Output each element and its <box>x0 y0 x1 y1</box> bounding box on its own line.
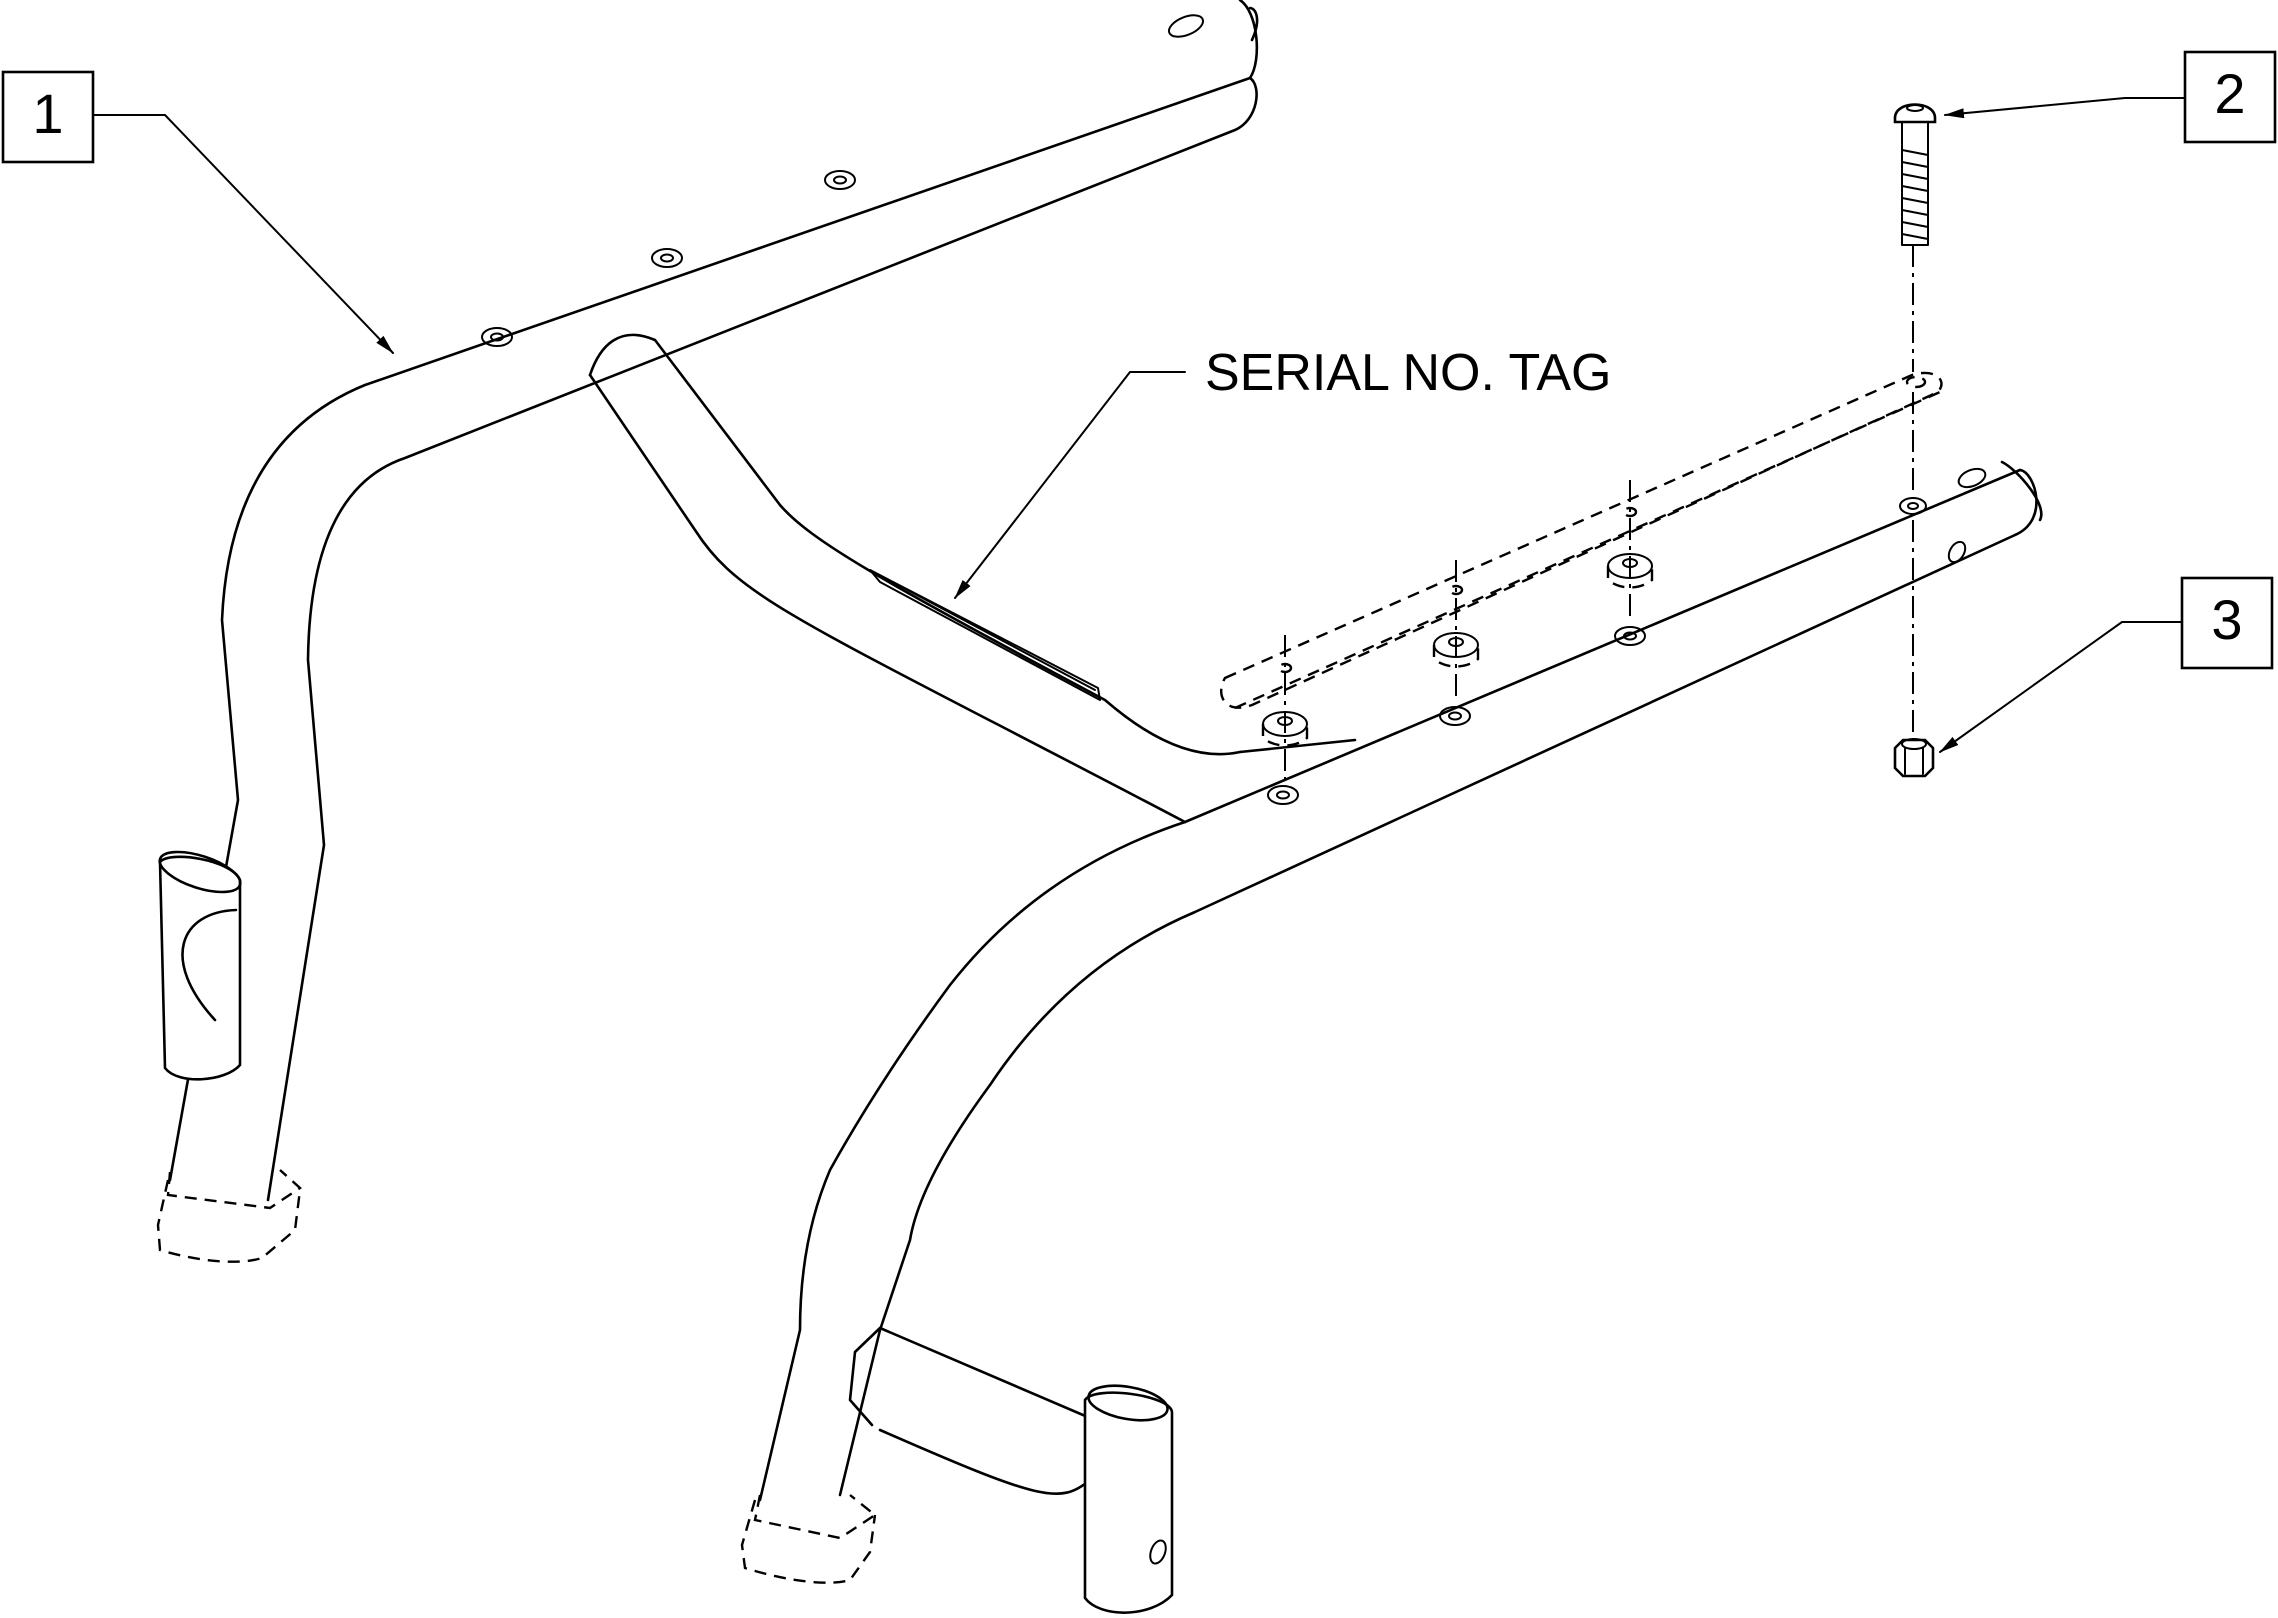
callout-3: 3 <box>2180 576 2274 670</box>
callout-3-leader <box>1939 621 2183 753</box>
frame-left-tube <box>156 0 1259 1263</box>
callout-1-leader <box>92 114 394 354</box>
callout-2: 2 <box>2183 50 2277 144</box>
rail-hole <box>1267 785 1299 805</box>
serial-tag-plate <box>869 569 1101 701</box>
mounting-plate-dashed <box>1220 371 1943 710</box>
callout-1-label: 1 <box>32 82 63 145</box>
frame-cross-brace <box>588 333 1357 824</box>
hex-locknut <box>1893 738 1935 778</box>
rail-hole <box>1614 626 1646 646</box>
rail-hole <box>824 170 856 190</box>
rail-hole <box>481 327 513 347</box>
rail-hole <box>1439 706 1471 726</box>
serial-tag-leader <box>954 371 1186 599</box>
button-head-screw <box>1893 103 1937 246</box>
callout-2-label: 2 <box>2214 62 2245 125</box>
callout-3-label: 3 <box>2211 588 2242 651</box>
callout-2-leader <box>1944 97 2186 119</box>
frame-right-tube <box>740 460 2043 1614</box>
rail-hole <box>651 248 683 268</box>
callout-1: 1 <box>1 70 95 164</box>
assembly-centerlines <box>1284 245 1914 780</box>
serial-tag-label: SERIAL NO. TAG <box>1205 344 1611 402</box>
rail-hole <box>1899 497 1927 515</box>
